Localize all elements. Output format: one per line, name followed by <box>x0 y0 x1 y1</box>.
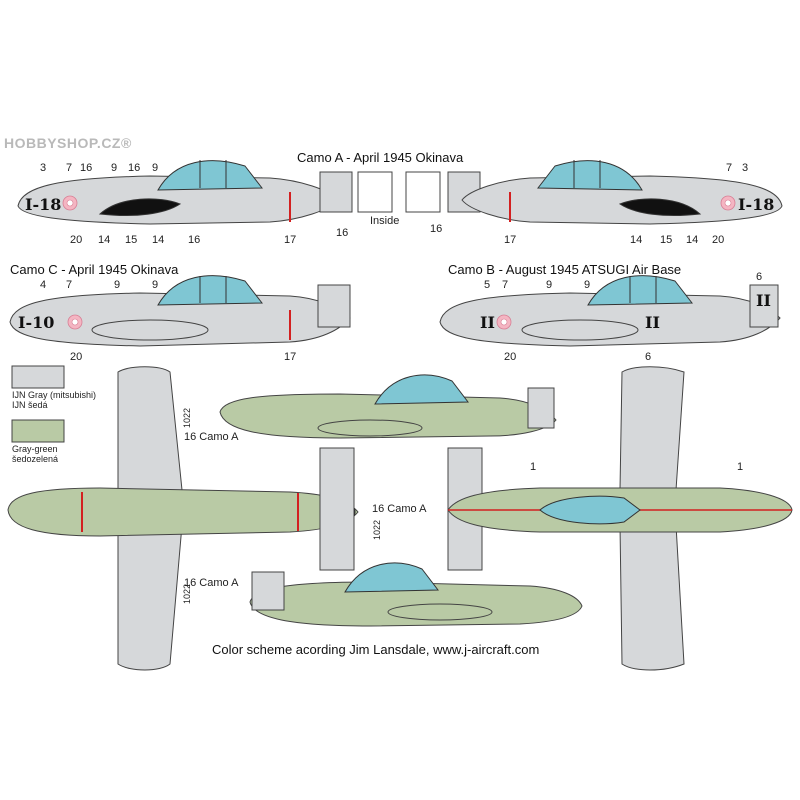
camo-c-title: Camo C - April 1945 Okinava <box>10 262 179 277</box>
aircraft-code: I-18 <box>738 195 774 214</box>
callout-3: 3 <box>40 162 46 174</box>
callout-9: 9 <box>584 279 590 291</box>
camo-a-left-profile: I-18 3 7 16 9 16 9 20 14 15 14 16 17 <box>17 160 339 246</box>
aircraft-code: I-18 <box>25 195 61 214</box>
camo-a-right-profile: I-18 7 3 17 14 15 14 20 <box>461 160 783 246</box>
camo-c-profile: I-10 4 7 9 9 20 17 <box>9 275 351 363</box>
callout-20: 20 <box>504 351 516 363</box>
aircraft-code: II <box>480 313 495 332</box>
underside-planform: 16 Camo A 16 Camo A 1022 1022 <box>7 366 359 671</box>
callout-17: 17 <box>504 234 516 246</box>
aircraft-code: II <box>645 313 660 332</box>
legend-label: Gray-green <box>12 444 58 454</box>
callout-9: 9 <box>111 162 117 174</box>
tail-fin-details: Inside 16 16 <box>319 171 481 239</box>
swatch-ijn-gray <box>11 365 65 389</box>
callout-5: 5 <box>484 279 490 291</box>
callout-14: 14 <box>152 234 164 246</box>
callout-7: 7 <box>66 279 72 291</box>
callout-16: 16 <box>430 223 442 235</box>
callout-3: 3 <box>742 162 748 174</box>
legend-label: IJN šedá <box>12 400 48 410</box>
camo-b-profile: II II II 5 7 9 9 6 20 6 <box>439 271 781 363</box>
hinomaru-icon <box>62 195 78 211</box>
callout-20: 20 <box>712 234 724 246</box>
top-planform: 1 1 <box>447 366 793 671</box>
callout-7: 7 <box>726 162 732 174</box>
callout-6: 6 <box>756 271 762 283</box>
callout-15: 15 <box>125 234 137 246</box>
stencil-1022: 1022 <box>182 584 192 604</box>
aircraft-code: I-10 <box>18 313 54 332</box>
callout-9: 9 <box>114 279 120 291</box>
callout-1: 1 <box>530 461 536 473</box>
green-side-view-bottom <box>249 562 583 627</box>
watermark: HOBBYSHOP.CZ® <box>4 135 132 151</box>
callout-14: 14 <box>630 234 642 246</box>
footer-credit: Color scheme acording Jim Lansdale, www.… <box>212 642 539 657</box>
stencil-1022: 1022 <box>372 520 382 540</box>
inside-label: Inside <box>370 215 399 227</box>
green-side-view-top <box>219 374 557 439</box>
swatch-gray-green <box>11 419 65 443</box>
hinomaru-icon <box>496 314 512 330</box>
legend-label: šedozelená <box>12 454 58 464</box>
stencil-1022: 1022 <box>182 408 192 428</box>
callout-16: 16 <box>128 162 140 174</box>
callout-9: 9 <box>152 162 158 174</box>
callout-camo-a: 16 Camo A <box>184 431 239 443</box>
callout-16: 16 <box>80 162 92 174</box>
callout-16: 16 <box>188 234 200 246</box>
callout-14: 14 <box>686 234 698 246</box>
callout-20: 20 <box>70 351 82 363</box>
callout-16: 16 <box>336 227 348 239</box>
camo-b-title: Camo B - August 1945 ATSUGI Air Base <box>448 262 681 277</box>
callout-camo-a: 16 Camo A <box>372 503 427 515</box>
hinomaru-icon <box>67 314 83 330</box>
legend-label: IJN Gray (mitsubishi) <box>12 390 96 400</box>
camo-a-title: Camo A - April 1945 Okinava <box>297 150 464 165</box>
callout-14: 14 <box>98 234 110 246</box>
aircraft-code: II <box>756 291 771 310</box>
color-legend: IJN Gray (mitsubishi) IJN šedá Gray-gree… <box>11 365 96 464</box>
callout-7: 7 <box>502 279 508 291</box>
hinomaru-icon <box>720 195 736 211</box>
callout-7: 7 <box>66 162 72 174</box>
callout-4: 4 <box>40 279 46 291</box>
callout-15: 15 <box>660 234 672 246</box>
callout-6: 6 <box>645 351 651 363</box>
callout-1: 1 <box>737 461 743 473</box>
callout-17: 17 <box>284 234 296 246</box>
callout-9: 9 <box>546 279 552 291</box>
callout-9: 9 <box>152 279 158 291</box>
callout-20: 20 <box>70 234 82 246</box>
callout-17: 17 <box>284 351 296 363</box>
callout-camo-a: 16 Camo A <box>184 577 239 589</box>
